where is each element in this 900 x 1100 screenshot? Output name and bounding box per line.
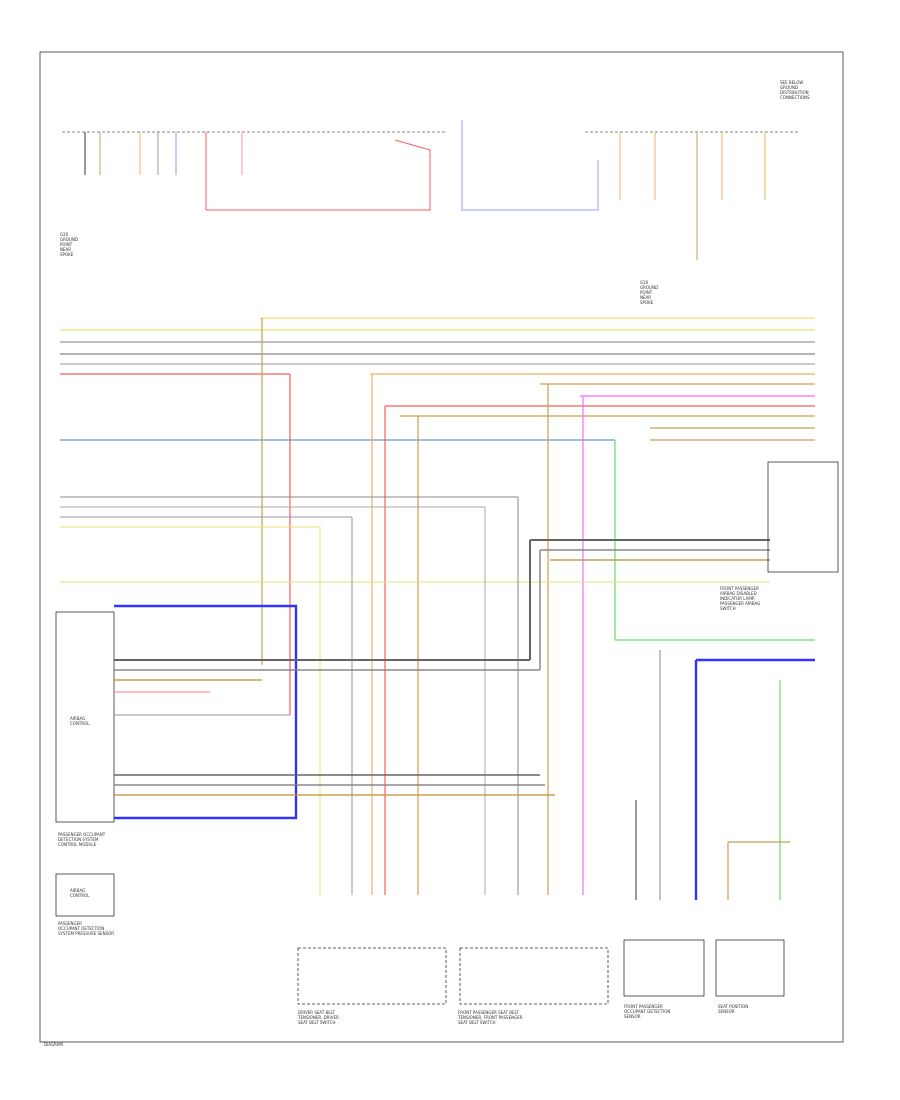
pass-seat-box [459, 947, 609, 1005]
mid-left-wires [60, 496, 770, 895]
page-footer: DIAGRAM [44, 1042, 63, 1047]
bus-wires [60, 317, 815, 441]
front-pass-sensor-box [623, 939, 705, 997]
seat-position-box [715, 939, 785, 997]
pass-occ-module-box [55, 611, 115, 823]
diagram-border [39, 51, 844, 1043]
pass-occ-sensor-box [55, 873, 115, 917]
module-wires [114, 539, 770, 820]
lower-right-wires [615, 639, 815, 900]
vertical-wires [261, 318, 616, 895]
top-left-connectors [84, 120, 599, 211]
right-switch-box [767, 461, 839, 573]
top-right-connectors [619, 132, 766, 260]
driver-seat-box [297, 947, 447, 1005]
